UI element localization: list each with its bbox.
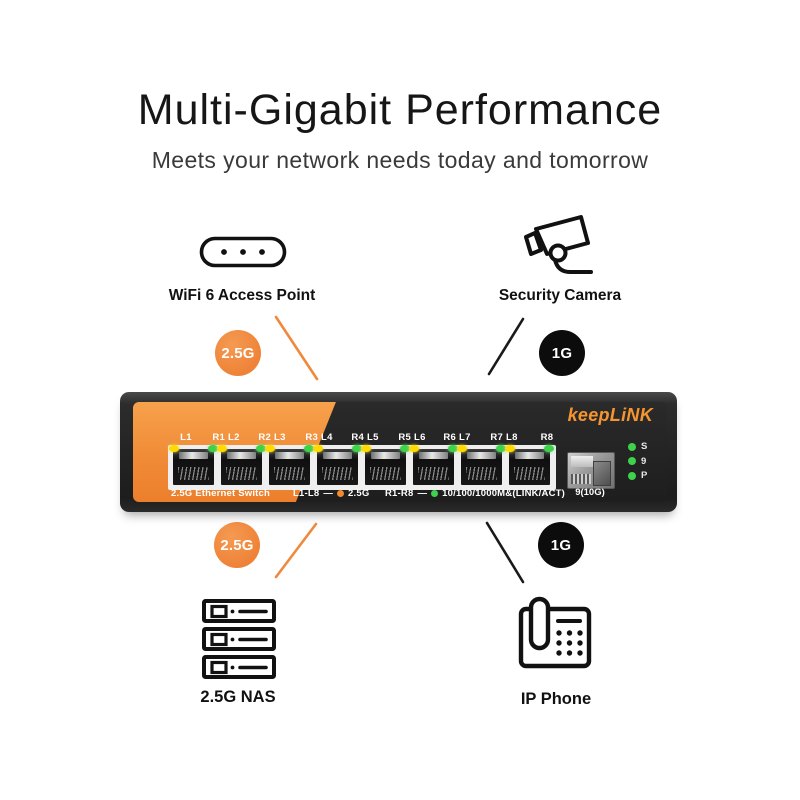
sfp-port-label: 9(10G) bbox=[575, 487, 605, 498]
port-led-yellow bbox=[505, 445, 515, 452]
security-camera-label: Security Camera bbox=[498, 287, 622, 304]
status-led-row: 9 bbox=[628, 455, 647, 467]
rj45-port bbox=[217, 445, 266, 485]
status-led-label: 9 bbox=[641, 455, 647, 467]
rj45-port bbox=[265, 445, 314, 485]
legend-left-ports: L1-L8 bbox=[293, 488, 320, 499]
port-led-yellow bbox=[361, 445, 371, 452]
ethernet-switch: keepLiNK L1 R1 L2 R2 L3 R3 L4 R4 L5 R5 L6 R6 L… bbox=[120, 392, 677, 512]
sfp-port bbox=[567, 452, 615, 489]
speed-badge-phone: 1G bbox=[538, 522, 584, 568]
port-strip bbox=[168, 445, 556, 490]
switch-front-panel: keepLiNK L1 R1 L2 R2 L3 R3 L4 R4 L5 R5 L6 R6 L… bbox=[133, 402, 667, 502]
port-led-green bbox=[208, 445, 218, 452]
legend-left-speed: 2.5G bbox=[348, 488, 370, 499]
nas-label: 2.5G NAS bbox=[200, 688, 276, 706]
port-led-yellow bbox=[313, 445, 323, 452]
port-label: L1 bbox=[180, 432, 192, 443]
page-subtitle: Meets your network needs today and tomor… bbox=[151, 147, 649, 173]
port-led-green bbox=[496, 445, 506, 452]
port-led-green bbox=[352, 445, 362, 452]
speed-badge-nas: 2.5G bbox=[214, 522, 260, 568]
sfp-cage-detail bbox=[593, 461, 611, 486]
rj45-port bbox=[505, 445, 554, 485]
rj45-port bbox=[313, 445, 362, 485]
page-title: Multi-Gigabit Performance bbox=[137, 86, 663, 134]
connector-line-camera bbox=[487, 317, 525, 376]
legend-left: L1-L8 — 2.5G bbox=[293, 488, 369, 499]
port-label: R3 L4 bbox=[305, 432, 333, 443]
port-label: R1 L2 bbox=[212, 432, 240, 443]
ip-phone-label: IP Phone bbox=[520, 690, 592, 708]
port-led-green bbox=[304, 445, 314, 452]
legend-right-speed: 10/100/1000M&(LINK/ACT) bbox=[442, 488, 566, 499]
speed-badge-wifi: 2.5G bbox=[215, 330, 261, 376]
brand-logo: keepLiNK bbox=[567, 405, 653, 425]
legend-left-dash: — bbox=[323, 488, 334, 499]
rj45-port bbox=[409, 445, 458, 485]
port-led-yellow bbox=[217, 445, 227, 452]
status-led-row: S bbox=[628, 441, 648, 452]
rj45-port bbox=[361, 445, 410, 485]
port-label: R6 L7 bbox=[443, 432, 471, 443]
status-led-label: P bbox=[641, 470, 648, 481]
status-led-dot bbox=[628, 457, 636, 465]
wifi-access-point-label: WiFi 6 Access Point bbox=[168, 287, 316, 304]
status-led-label: S bbox=[641, 441, 648, 452]
connector-line-wifi bbox=[274, 315, 319, 381]
ip-phone-icon bbox=[510, 596, 604, 680]
port-label: R5 L6 bbox=[398, 432, 426, 443]
model-label: 2.5G Ethernet Switch bbox=[171, 488, 271, 499]
rj45-port bbox=[169, 445, 218, 485]
port-label: R2 L3 bbox=[258, 432, 286, 443]
legend-green-dot bbox=[431, 490, 439, 497]
rj45-port bbox=[457, 445, 506, 485]
port-led-yellow bbox=[409, 445, 419, 452]
port-led-green bbox=[400, 445, 410, 452]
legend-right: R1-R8 — 10/100/1000M&(LINK/ACT) bbox=[385, 488, 565, 499]
port-led-green bbox=[544, 445, 554, 452]
port-led-yellow bbox=[169, 445, 179, 452]
port-label: R8 bbox=[540, 432, 554, 443]
status-led-dot bbox=[628, 471, 636, 480]
connector-line-phone bbox=[485, 521, 525, 584]
wifi-access-point-icon bbox=[199, 236, 287, 268]
port-label: R4 L5 bbox=[351, 432, 379, 443]
legend-right-ports: R1-R8 bbox=[385, 488, 414, 499]
status-led-row: P bbox=[628, 470, 648, 481]
port-led-yellow bbox=[265, 445, 275, 452]
security-camera-icon bbox=[517, 209, 603, 281]
port-led-yellow bbox=[457, 445, 467, 452]
port-led-green bbox=[256, 445, 266, 452]
status-led-dot bbox=[628, 442, 636, 451]
port-led-green bbox=[448, 445, 458, 452]
legend-right-dash: — bbox=[417, 488, 428, 499]
legend-orange-dot bbox=[337, 490, 345, 497]
nas-server-icon bbox=[200, 598, 278, 680]
connector-line-nas bbox=[274, 522, 318, 579]
port-label: R7 L8 bbox=[490, 432, 518, 443]
speed-badge-camera: 1G bbox=[539, 330, 585, 376]
